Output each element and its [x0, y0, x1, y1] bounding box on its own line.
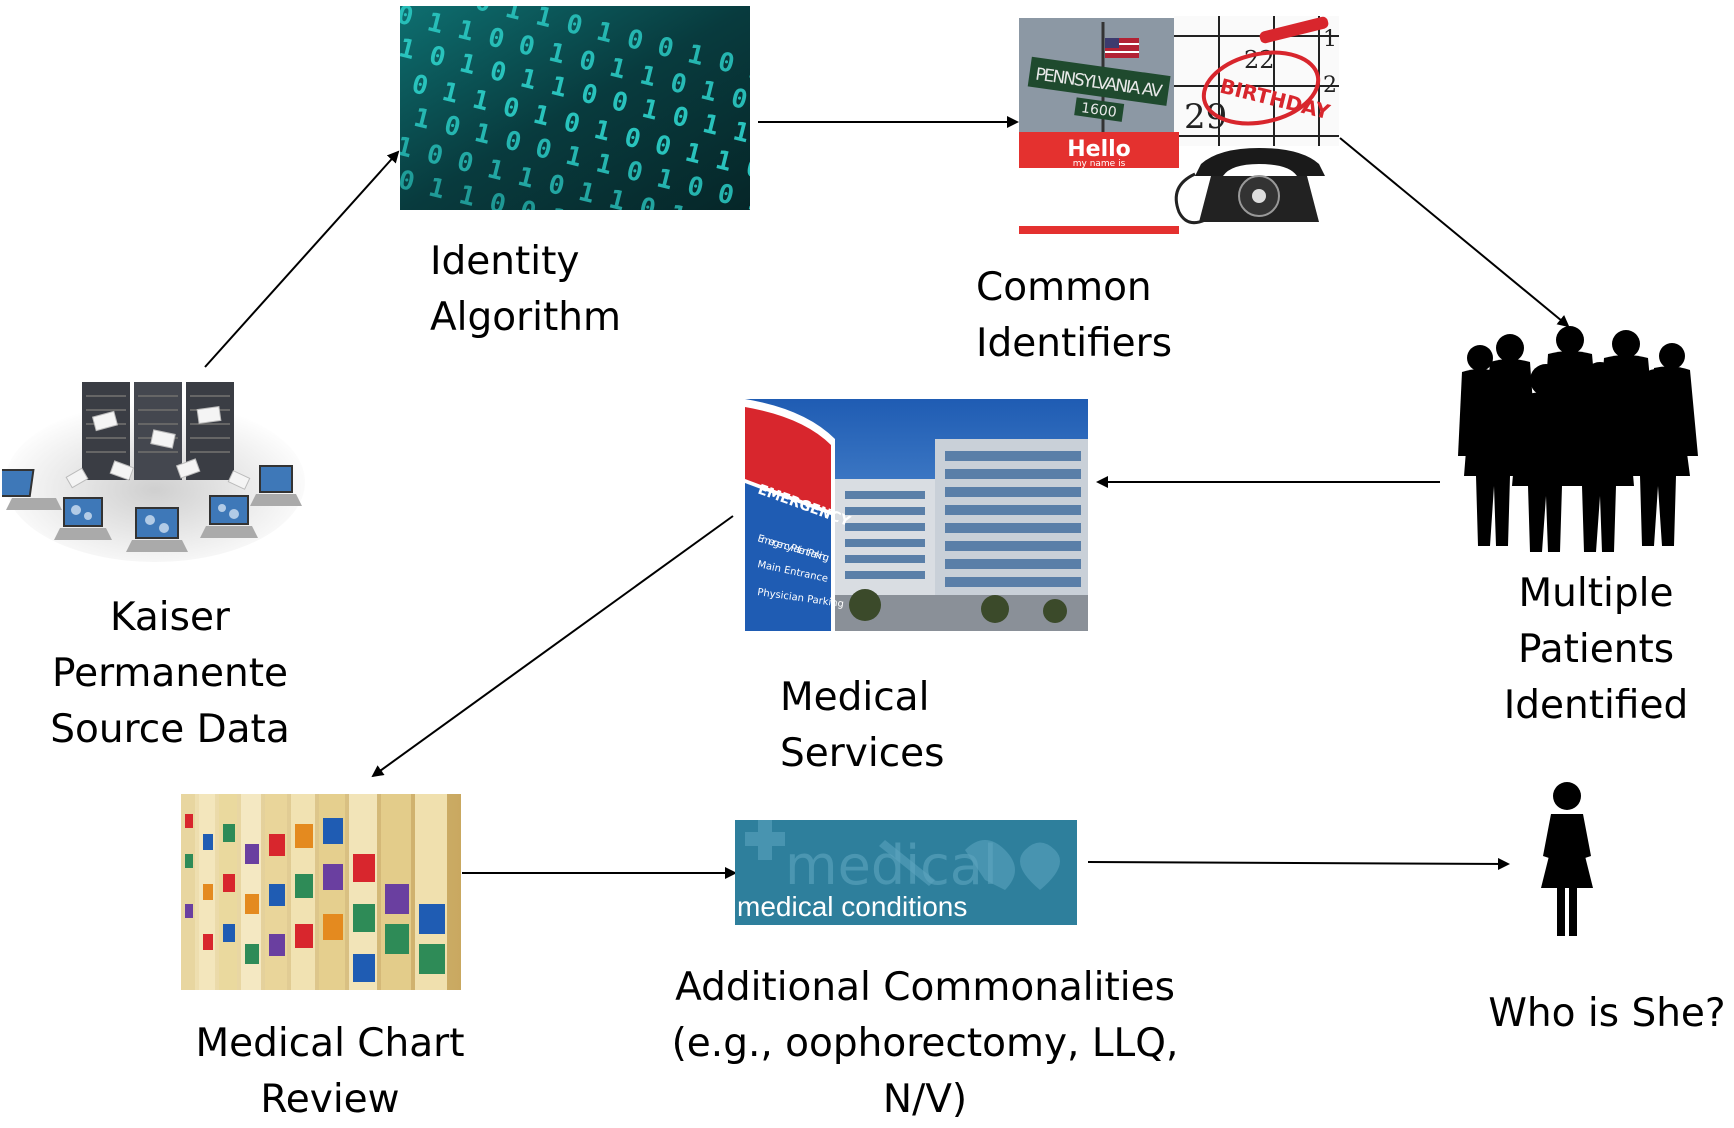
identifiers-line-2: Identifiers — [976, 321, 1173, 366]
patients-line-2: Patients — [1517, 627, 1675, 672]
medical-banner-icon: medical medical conditions — [735, 820, 1077, 925]
identifiers-line-1: Common — [976, 265, 1152, 310]
server-network-icon — [2, 352, 308, 578]
identifiers-collage-icon: 22 29 1 2 BIRTHDAY PENNSYLVANIA AV 1600 … — [1019, 16, 1339, 236]
commonalities-line-3: N/V) — [882, 1077, 968, 1122]
hospital-icon: EMERGENCY Emergency Patient Parking Main… — [735, 399, 1088, 631]
identifiers-label: Common Identifiers — [976, 260, 1216, 372]
crowd-silhouette-icon — [1450, 326, 1702, 554]
svg-text:medical: medical — [785, 834, 998, 897]
arrow-commonalities-to-who — [1087, 857, 1510, 870]
name-tag-hello: Hello — [1067, 137, 1131, 162]
street-number: 1600 — [1080, 100, 1118, 121]
arrow-source-to-algorithm — [204, 150, 400, 368]
arrow-identifiers-to-patients — [1339, 137, 1570, 328]
file-folders-icon — [181, 794, 461, 990]
commonalities-line-2: (e.g., oophorectomy, LLQ, — [671, 1021, 1179, 1066]
source-line-3: Source Data — [50, 707, 290, 752]
banner-text: medical conditions — [737, 891, 967, 922]
algorithm-line-2: Algorithm — [430, 295, 622, 340]
services-label: Medical Services — [780, 670, 1000, 782]
source-line-2: Permanente — [51, 651, 289, 696]
patients-label: Multiple Patients Identified — [1466, 566, 1726, 734]
chart-review-label: Medical Chart Review — [180, 1016, 480, 1128]
services-line-2: Services — [780, 731, 945, 776]
chart-review-line-2: Review — [260, 1077, 400, 1122]
patients-line-3: Identified — [1503, 683, 1689, 728]
who-label: Who is She? — [1480, 986, 1734, 1042]
chart-review-line-1: Medical Chart — [195, 1021, 465, 1066]
services-line-1: Medical — [780, 675, 930, 720]
woman-icon — [1525, 782, 1609, 938]
calendar-day-1: 1 — [1323, 27, 1337, 52]
arrow-services-to-chart — [371, 515, 734, 778]
source-data-label: Kaiser Permanente Source Data — [20, 590, 320, 758]
commonalities-line-1: Additional Commonalities — [675, 965, 1175, 1010]
algorithm-label: Identity Algorithm — [430, 234, 690, 346]
patients-line-1: Multiple — [1518, 571, 1674, 616]
who-line-1: Who is She? — [1488, 991, 1726, 1036]
binary-code-icon: 1 0 0 1 1 0 1 0 0 1 0 1 1 0 0 1 1 0 0 1 … — [400, 6, 750, 210]
commonalities-label: Additional Commonalities (e.g., oophorec… — [650, 960, 1200, 1128]
source-line-1: Kaiser — [110, 595, 230, 640]
calendar-day-22: 22 — [1244, 46, 1275, 74]
algorithm-line-1: Identity — [430, 239, 580, 284]
name-tag-sub: my name is — [1073, 159, 1126, 169]
calendar-day-2: 2 — [1323, 73, 1337, 98]
